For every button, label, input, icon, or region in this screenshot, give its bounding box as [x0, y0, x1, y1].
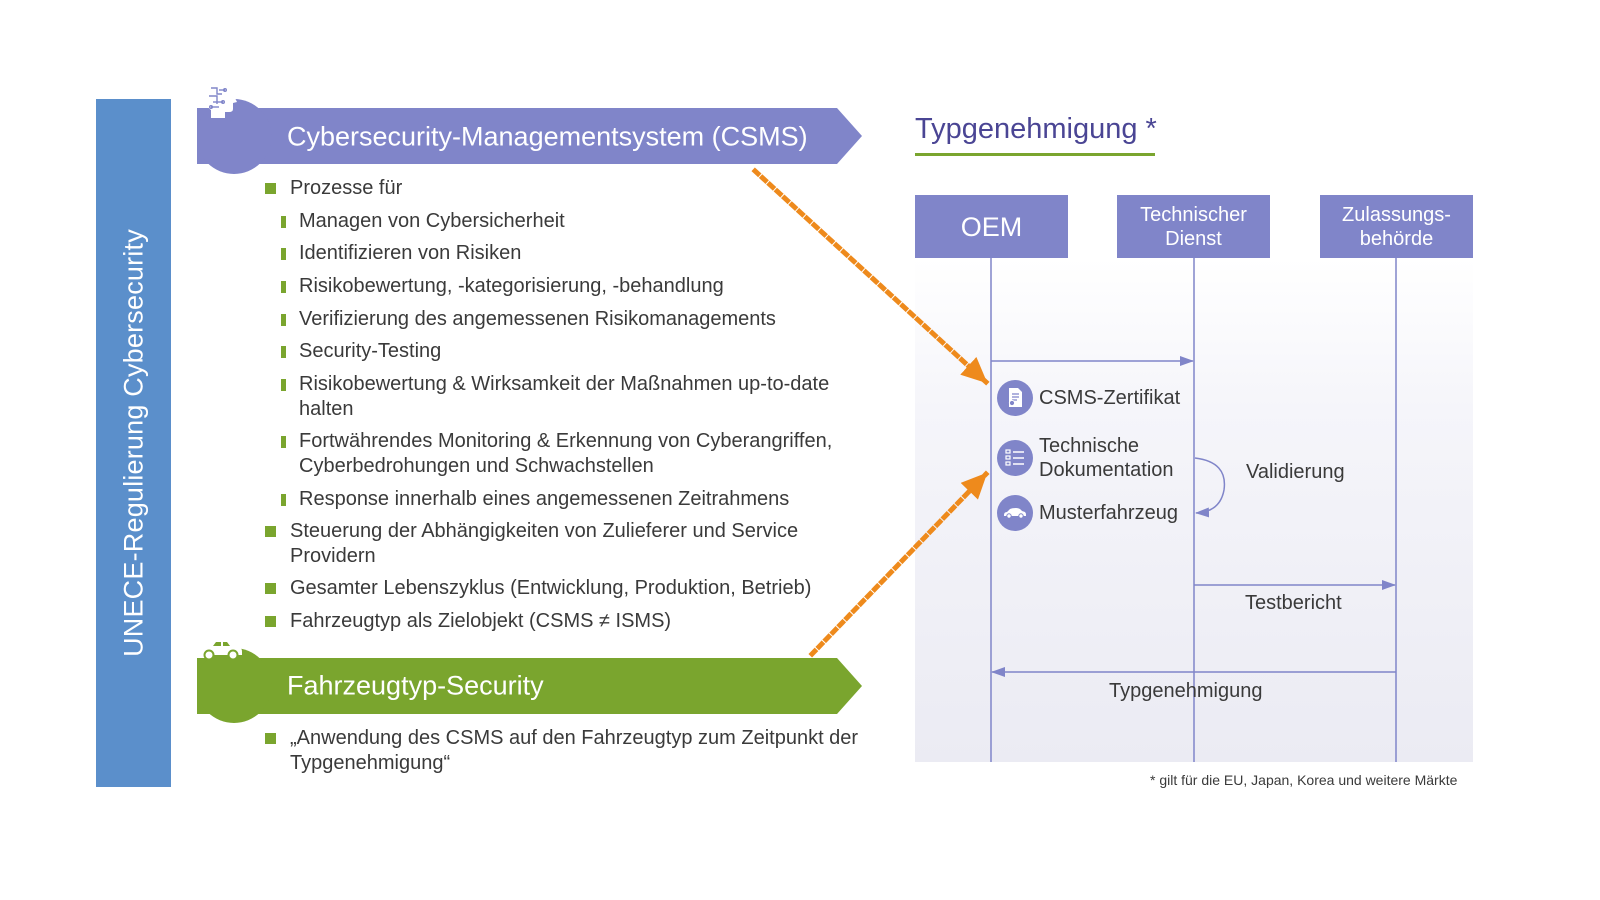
title-underline [915, 153, 1155, 156]
actor-approval-authority: Zulassungs-behörde [1320, 195, 1473, 258]
bullet-bar [281, 215, 286, 228]
list-item: Fahrzeugtyp als Zielobjekt (CSMS ≠ ISMS) [265, 609, 865, 634]
vehicle-security-list: „Anwendung des CSMS auf den Fahrzeugtyp … [265, 726, 865, 775]
list-item: Risikobewertung, -kategorisierung, -beha… [281, 274, 865, 299]
list-item: Fortwährendes Monitoring & Erkennung von… [281, 429, 854, 478]
bullet-square [265, 616, 276, 628]
list-item: Response innerhalb eines angemessenen Ze… [281, 487, 865, 512]
head-circuit-icon [205, 81, 237, 118]
list-item: „Anwendung des CSMS auf den Fahrzeugtyp … [265, 726, 860, 775]
list-item: Gesamter Lebenszyklus (Entwicklung, Prod… [265, 576, 865, 601]
car-icon [200, 639, 242, 661]
actor-oem: OEM [915, 195, 1068, 258]
type-approval-title: Typgenehmigung * [915, 113, 1157, 145]
document-item: CSMS-Zertifikat [997, 380, 1180, 416]
actor-label: Zulassungs-behörde [1342, 203, 1451, 250]
vehicle-security-title: Fahrzeugtyp-Security [287, 670, 544, 700]
checklist-icon [997, 440, 1033, 476]
car-icon [997, 495, 1033, 531]
list-item: Prozesse für [265, 176, 865, 201]
actor-label: Technischer Dienst [1140, 203, 1247, 250]
list-item: Risikobewertung & Wirksamkeit der Maßnah… [281, 372, 844, 421]
footnote: * gilt für die EU, Japan, Korea und weit… [1150, 772, 1458, 788]
document-item: Musterfahrzeug [997, 495, 1178, 531]
type-approval-label: Typgenehmigung [1109, 680, 1263, 702]
document-item: Technische Dokumentation [997, 434, 1189, 482]
bullet-bar [281, 379, 286, 392]
certificate-icon [997, 380, 1033, 416]
regulation-sidebar: UNECE-Regulierung Cybersecurity [96, 99, 171, 787]
vehicle-banner-shape [197, 648, 862, 723]
bullet-square [265, 183, 276, 194]
csms-title: Cybersecurity-Managementsystem (CSMS) [287, 121, 808, 151]
bullet-bar [281, 281, 286, 294]
csms-banner: Cybersecurity-Managementsystem (CSMS) [197, 81, 862, 174]
csms-list: Prozesse für Managen von Cybersicherheit… [265, 176, 865, 642]
bullet-bar [281, 493, 286, 506]
list-item: Managen von Cybersicherheit [281, 209, 865, 234]
document-label: Technische Dokumentation [1039, 435, 1174, 481]
test-report-label: Testbericht [1245, 592, 1342, 614]
bullet-bar [281, 248, 286, 261]
actor-technical-service: Technischer Dienst [1117, 195, 1270, 258]
validation-label: Validierung [1246, 461, 1345, 483]
list-item: Identifizieren von Risiken [281, 241, 865, 266]
bullet-square [265, 583, 276, 595]
bullet-bar [281, 436, 286, 449]
list-item: Verifizierung des angemessenen Risikoman… [281, 307, 865, 332]
bullet-bar [281, 313, 286, 326]
bullet-square [265, 733, 276, 744]
list-item: Steuerung der Abhängigkeiten von Zuliefe… [265, 519, 815, 568]
bullet-square [265, 526, 276, 538]
document-label: CSMS-Zertifikat [1039, 387, 1181, 409]
bullet-bar [281, 346, 286, 359]
vehicle-security-banner: Fahrzeugtyp-Security [197, 639, 862, 723]
sidebar-label: UNECE-Regulierung Cybersecurity [118, 229, 148, 657]
list-item: Security-Testing [281, 339, 865, 364]
document-label: Musterfahrzeug [1039, 502, 1178, 524]
